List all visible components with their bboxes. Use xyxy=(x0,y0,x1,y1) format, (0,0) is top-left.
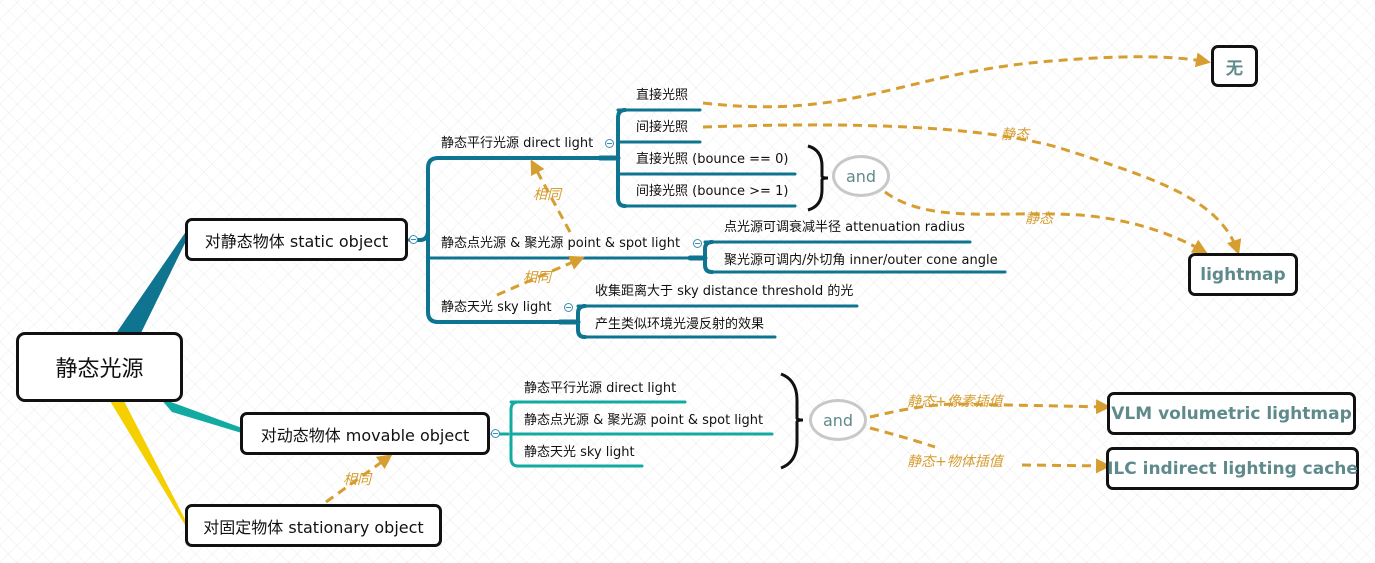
point-child-2[interactable]: 聚光源可调内/外切角 inner/outer cone angle xyxy=(724,253,998,268)
target-ilc-label: ILC indirect lighting cache xyxy=(1107,458,1358,479)
and-label: and xyxy=(845,166,877,186)
branch-movable-connector xyxy=(160,398,245,434)
direct-child-2[interactable]: 间接光照 xyxy=(636,120,689,135)
arrow-direct-to-none xyxy=(702,52,1211,109)
arrow-stationary-to-movable xyxy=(325,454,393,504)
arrow-point-to-direct xyxy=(530,159,572,233)
brace-static xyxy=(807,144,829,212)
direct-child-3[interactable]: 直接光照 (bounce == 0) xyxy=(636,152,789,167)
collapse-movable-object-icon[interactable] xyxy=(491,429,500,438)
arrow-and-to-vlm xyxy=(869,399,1111,419)
root-label: 静态光源 xyxy=(55,357,144,382)
collapse-sky-light-icon[interactable] xyxy=(564,303,573,312)
direct-child-4[interactable]: 间接光照 (bounce >= 1) xyxy=(636,184,789,199)
relation-label-object-interp: 静态+物体插值 xyxy=(907,454,1003,470)
relation-label-static-and: 静态 xyxy=(1025,211,1053,227)
point-child-1[interactable]: 点光源可调衰减半径 attenuation radius xyxy=(724,220,965,235)
target-none-node[interactable]: 无 xyxy=(1211,45,1258,87)
target-lightmap-label: lightmap xyxy=(1200,264,1286,285)
collapse-static-object-icon[interactable] xyxy=(409,235,418,244)
movable-child-2[interactable]: 静态点光源 & 聚光源 point & spot light xyxy=(524,413,764,428)
arrow-and-to-lightmap xyxy=(884,190,1208,254)
target-ilc-node[interactable]: ILC indirect lighting cache xyxy=(1106,447,1359,490)
stationary-object-node[interactable]: 对固定物体 stationary object xyxy=(185,504,442,547)
movable-subtree-lines xyxy=(490,400,774,468)
relation-label-same-direct: 相同 xyxy=(533,187,561,203)
arrow-indirect-to-lightmap xyxy=(702,123,1242,255)
relation-label-same-point: 相同 xyxy=(523,270,551,286)
relation-arrows xyxy=(325,52,1242,504)
static-object-label: 对静态物体 static object xyxy=(204,231,389,251)
movable-object-node[interactable]: 对动态物体 movable object xyxy=(240,412,490,455)
static-subtree-lines xyxy=(408,108,1007,339)
direct-child-1[interactable]: 直接光照 xyxy=(636,88,689,103)
movable-object-label: 对动态物体 movable object xyxy=(260,425,470,445)
target-vlm-node[interactable]: VLM volumetric lightmap xyxy=(1107,392,1356,435)
sky-child-1[interactable]: 收集距离大于 sky distance threshold 的光 xyxy=(595,284,854,299)
static-sky-light-label[interactable]: 静态天光 sky light xyxy=(441,300,552,315)
static-object-node[interactable]: 对静态物体 static object xyxy=(185,218,408,261)
collapse-point-light-icon[interactable] xyxy=(693,239,702,248)
and-node-static[interactable]: and xyxy=(832,155,890,197)
target-vlm-label: VLM volumetric lightmap xyxy=(1111,403,1352,424)
movable-child-3[interactable]: 静态天光 sky light xyxy=(524,445,635,460)
arrow-and-to-ilc xyxy=(869,426,1108,466)
branch-static-connector xyxy=(115,233,188,335)
relation-label-pixel-interp: 静态+像素插值 xyxy=(907,394,1003,410)
target-none-label: 无 xyxy=(1226,58,1243,79)
static-direct-light-label[interactable]: 静态平行光源 direct light xyxy=(441,136,594,151)
collapse-direct-light-icon[interactable] xyxy=(605,139,614,148)
relation-label-same-stationary: 相同 xyxy=(343,472,371,488)
static-point-light-label[interactable]: 静态点光源 & 聚光源 point & spot light xyxy=(441,236,681,251)
root-node[interactable]: 静态光源 xyxy=(16,332,183,402)
and-label: and xyxy=(822,410,854,430)
relation-label-static-indirect: 静态 xyxy=(1001,127,1029,143)
arrow-sky-to-point xyxy=(496,255,585,297)
stationary-object-label: 对固定物体 stationary object xyxy=(203,517,424,537)
and-node-movable[interactable]: and xyxy=(809,399,867,441)
movable-child-1[interactable]: 静态平行光源 direct light xyxy=(524,381,677,396)
target-lightmap-node[interactable]: lightmap xyxy=(1188,253,1298,296)
sky-child-2[interactable]: 产生类似环境光漫反射的效果 xyxy=(595,317,765,332)
branch-stationary-connector xyxy=(110,401,188,525)
brace-movable xyxy=(780,372,804,470)
